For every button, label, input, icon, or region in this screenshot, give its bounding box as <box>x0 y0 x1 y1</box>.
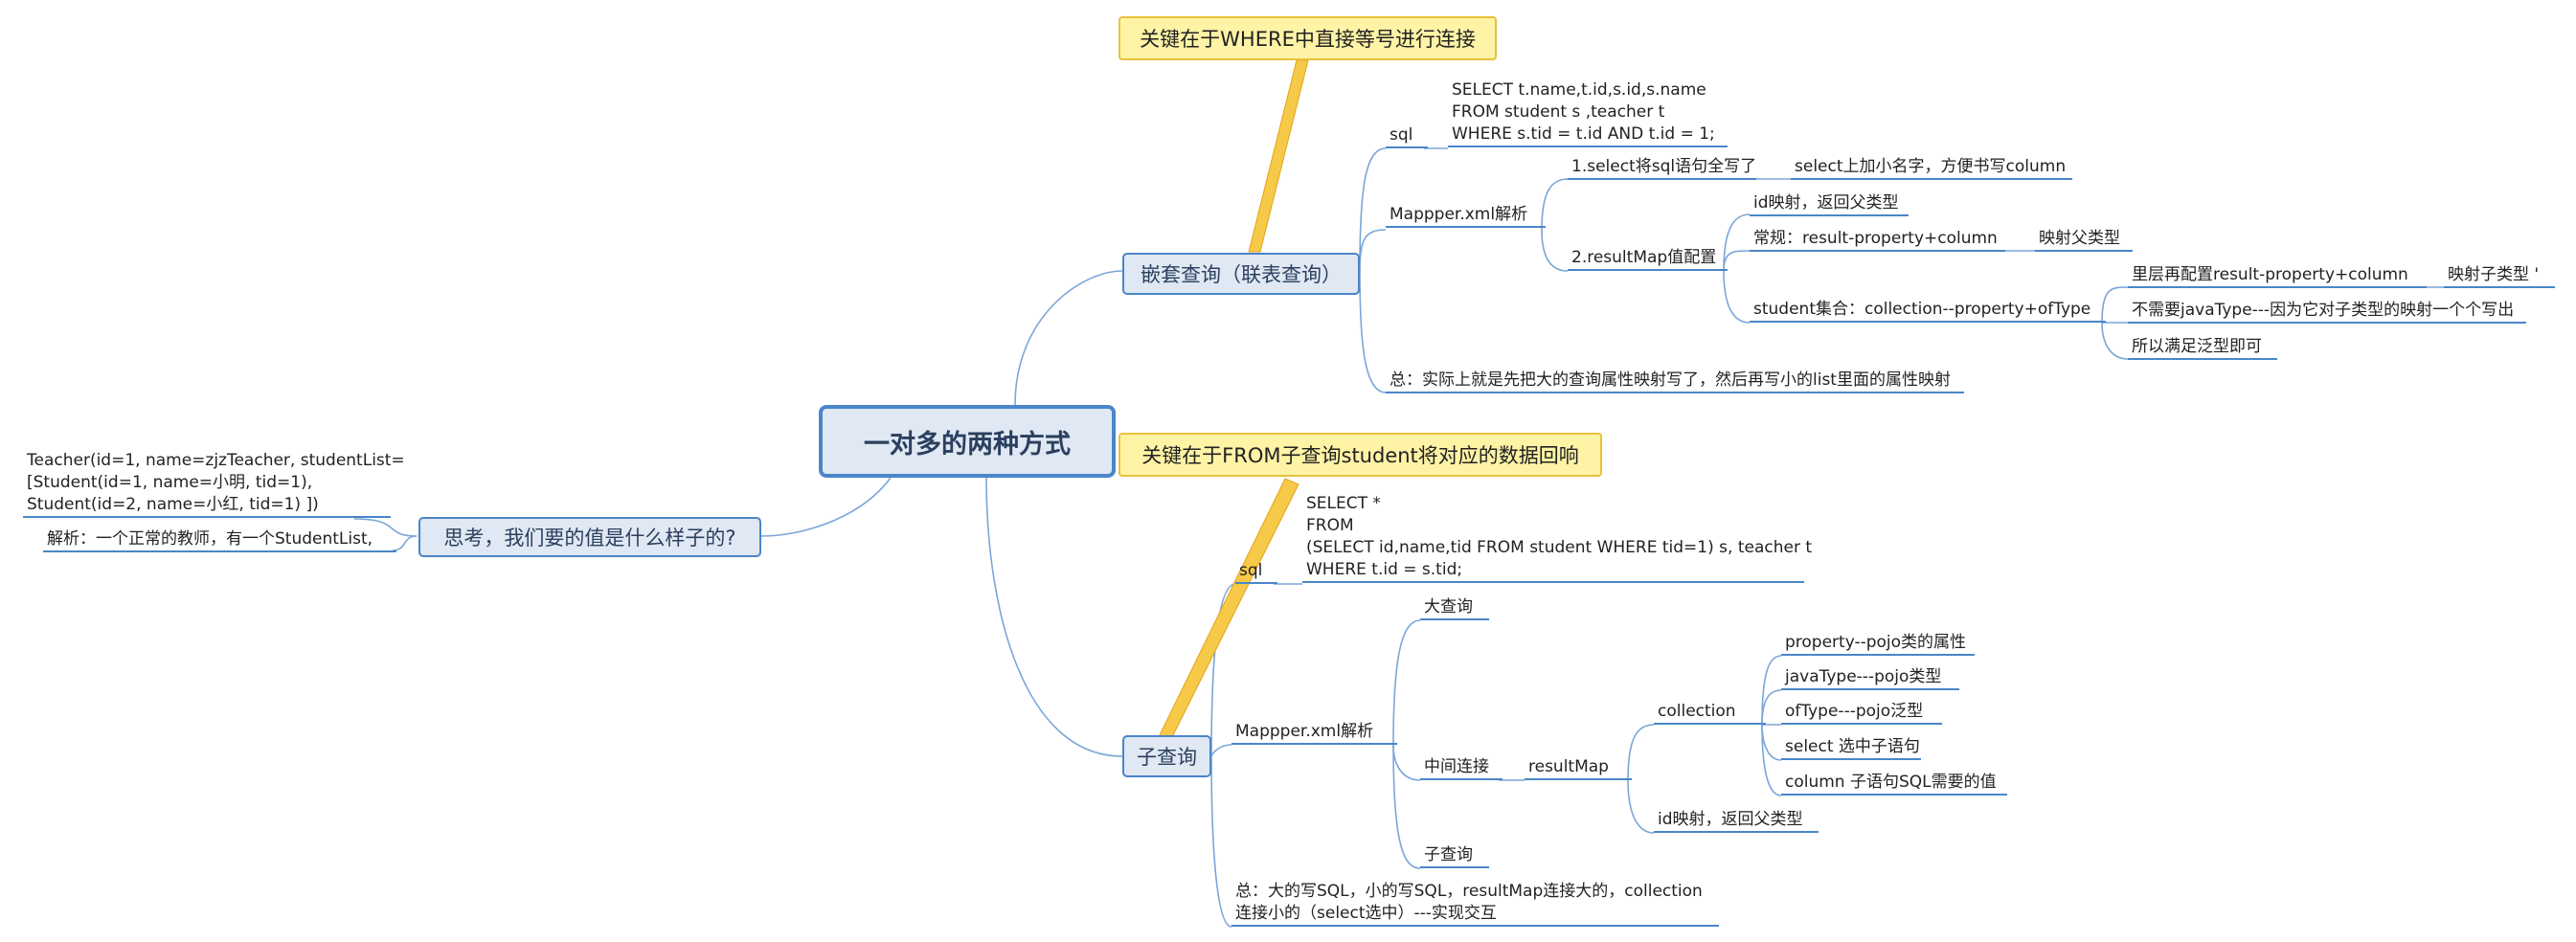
coll-item-property: property--pojo类的属性 <box>1781 632 1975 656</box>
link-left-analysis <box>392 535 418 551</box>
topic-subquery[interactable]: 子查询 <box>1122 735 1211 777</box>
sub-resultmap: resultMap <box>1525 756 1632 780</box>
link-coll-inner <box>2101 286 2129 324</box>
result-line: Student(id=2, name=小红, tid=1) ]) <box>27 495 319 514</box>
result-example: Teacher(id=1, name=zjzTeacher, studentLi… <box>23 450 405 518</box>
sub-collection: collection <box>1654 701 1766 725</box>
link-coll-2 <box>1761 689 1782 726</box>
link-nested-sql <box>1359 147 1387 272</box>
link-coll-4 <box>1761 724 1782 761</box>
coll-item-oftype: ofType---pojo泛型 <box>1781 701 1942 725</box>
root-topic[interactable]: 一对多的两种方式 <box>819 405 1116 478</box>
link-mapper-middle <box>1392 744 1421 781</box>
nested-step2: 2.resultMap值配置 <box>1568 247 1728 271</box>
sql-line: SELECT * <box>1306 494 1381 513</box>
topic-nested-query[interactable]: 嵌套查询（联表查询） <box>1122 253 1360 295</box>
nested-sql-code: SELECT t.name,t.id,s.id,s.name FROM stud… <box>1448 79 1728 147</box>
sub-middle-join: 中间连接 <box>1420 756 1503 780</box>
callout-subquery[interactable]: 关键在于FROM子查询student将对应的数据回响 <box>1119 433 1602 477</box>
callout-nested[interactable]: 关键在于WHERE中直接等号进行连接 <box>1119 16 1497 60</box>
nested-step1: 1.select将sql语句全写了 <box>1568 156 1756 180</box>
topic-think-result[interactable]: 思考，我们要的值是什么样子的? <box>418 517 761 557</box>
link-step2-collection <box>1723 270 1751 324</box>
link-root-subquery <box>985 477 1123 757</box>
coll-item-column: column 子语句SQL需要的值 <box>1781 772 2007 796</box>
callout-pointer-nested <box>1248 59 1309 253</box>
result-line: [Student(id=1, name=小明, tid=1), <box>27 473 313 492</box>
sub-mapper-label: Mappper.xml解析 <box>1232 721 1397 745</box>
link-root-left <box>760 477 892 537</box>
sub-id-map: id映射，返回父类型 <box>1654 809 1819 833</box>
nested-normal: 常规：result-property+column <box>1750 228 2005 252</box>
nested-step1-note: select上加小名字，方便书写column <box>1791 156 2072 180</box>
sql-line: SELECT t.name,t.id,s.id,s.name <box>1452 80 1706 100</box>
sub-summary: 总：大的写SQL，小的写SQL，resultMap连接大的，collection… <box>1232 881 1719 927</box>
nested-no-javatype: 不需要javaType---因为它对子类型的映射一个个写出 <box>2128 300 2526 324</box>
nested-mapper-label: Mappper.xml解析 <box>1386 204 1546 228</box>
nested-id-map: id映射，返回父类型 <box>1750 192 1909 216</box>
sql-line: (SELECT id,name,tid FROM student WHERE t… <box>1306 538 1812 557</box>
link-mapper-step1 <box>1541 178 1569 231</box>
nested-normal-note: 映射父类型 <box>2035 228 2133 252</box>
sub-sql-label: sql <box>1235 560 1277 584</box>
result-line: Teacher(id=1, name=zjzTeacher, studentLi… <box>27 451 405 470</box>
summary-line: 总：大的写SQL，小的写SQL，resultMap连接大的，collection <box>1235 882 1703 901</box>
nested-sql-label: sql <box>1386 124 1428 148</box>
summary-line: 连接小的（select选中）---实现交互 <box>1235 904 1497 923</box>
nested-inner-note: 映射子类型 ' <box>2444 264 2555 288</box>
link-coll-generic <box>2101 322 2129 360</box>
nested-collection: student集合：collection--property+ofType <box>1750 299 2106 323</box>
coll-item-select: select 选中子语句 <box>1781 736 1921 760</box>
link-mapper-big <box>1392 619 1421 746</box>
link-step2-normal <box>1723 250 1751 272</box>
nested-summary: 总：实际上就是先把大的查询属性映射写了，然后再写小的list里面的属性映射 <box>1386 370 1964 393</box>
link-left-result <box>353 518 418 537</box>
sql-line: WHERE s.tid = t.id AND t.id = 1; <box>1452 124 1715 144</box>
sql-line: FROM student s ,teacher t <box>1452 102 1665 122</box>
link-coll-1 <box>1761 655 1782 726</box>
link-coll-5 <box>1761 724 1782 796</box>
sub-big-query: 大查询 <box>1420 596 1489 620</box>
sql-line: FROM <box>1306 516 1354 535</box>
link-sub-mapper <box>1210 744 1232 757</box>
callout-pointer-subquery <box>1154 478 1299 750</box>
link-resultmap-coll <box>1627 724 1655 781</box>
link-nested-mapper <box>1359 229 1387 272</box>
link-step2-id <box>1723 213 1751 272</box>
link-root-nested <box>1014 270 1123 406</box>
nested-inner-config: 里层再配置result-property+column <box>2128 264 2427 288</box>
link-sub-summary <box>1210 755 1232 928</box>
nested-generic: 所以满足泛型即可 <box>2128 336 2277 360</box>
coll-item-javatype: javaType---pojo类型 <box>1781 666 1959 690</box>
sql-line: WHERE t.id = s.tid; <box>1306 560 1463 579</box>
sub-small-query: 子查询 <box>1420 844 1489 868</box>
analysis-note: 解析：一个正常的教师，有一个StudentList, <box>43 528 396 552</box>
link-nested-summary <box>1359 270 1387 393</box>
link-mapper-small <box>1392 744 1421 869</box>
link-mapper-step2 <box>1541 229 1569 272</box>
sub-sql-code: SELECT * FROM (SELECT id,name,tid FROM s… <box>1302 493 1812 583</box>
link-resultmap-id <box>1627 779 1655 834</box>
